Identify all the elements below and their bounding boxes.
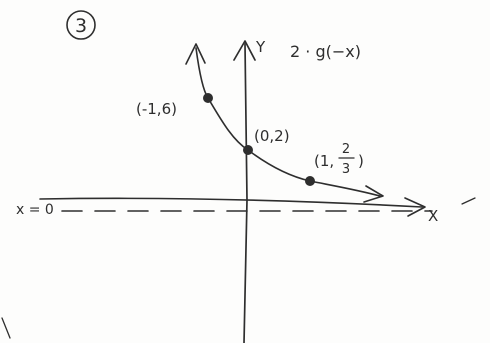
x-axis-arrowhead	[404, 197, 426, 217]
problem-number-badge: 3	[66, 10, 96, 40]
problem-number-circle	[66, 10, 96, 40]
function-label: 2 · g(−x)	[290, 42, 361, 61]
x-axis-label: X	[428, 207, 438, 225]
point-label-prefix: (1,	[314, 152, 334, 170]
x-axis-stray-mark	[461, 197, 476, 205]
y-axis: Y	[233, 38, 266, 343]
fraction-numerator: 2	[342, 142, 350, 157]
point-label: (0,2)	[254, 127, 290, 145]
curve-path	[195, 47, 381, 197]
y-axis-arrowhead	[233, 40, 256, 61]
x-axis: X	[39, 197, 476, 225]
point-label-suffix: )	[358, 152, 364, 170]
stray-pencil-mark	[1, 317, 11, 339]
asymptote-label: x = 0	[16, 202, 54, 218]
curve-left-arrowhead	[185, 43, 206, 65]
point-label: (-1,6)	[136, 100, 177, 118]
plotted-points	[203, 93, 315, 186]
fraction-denominator: 3	[342, 162, 350, 177]
point-marker	[243, 145, 253, 155]
asymptote: x = 0	[16, 202, 433, 218]
problem-number: 3	[75, 15, 87, 37]
y-axis-line	[243, 43, 248, 343]
point-marker	[305, 176, 315, 186]
point-label-fraction: (1, 2 3 )	[314, 142, 364, 177]
point-marker	[203, 93, 213, 103]
y-axis-label: Y	[255, 38, 266, 56]
curve-right-arrowhead	[363, 185, 384, 203]
x-axis-line	[39, 197, 423, 208]
function-curve	[185, 43, 384, 203]
